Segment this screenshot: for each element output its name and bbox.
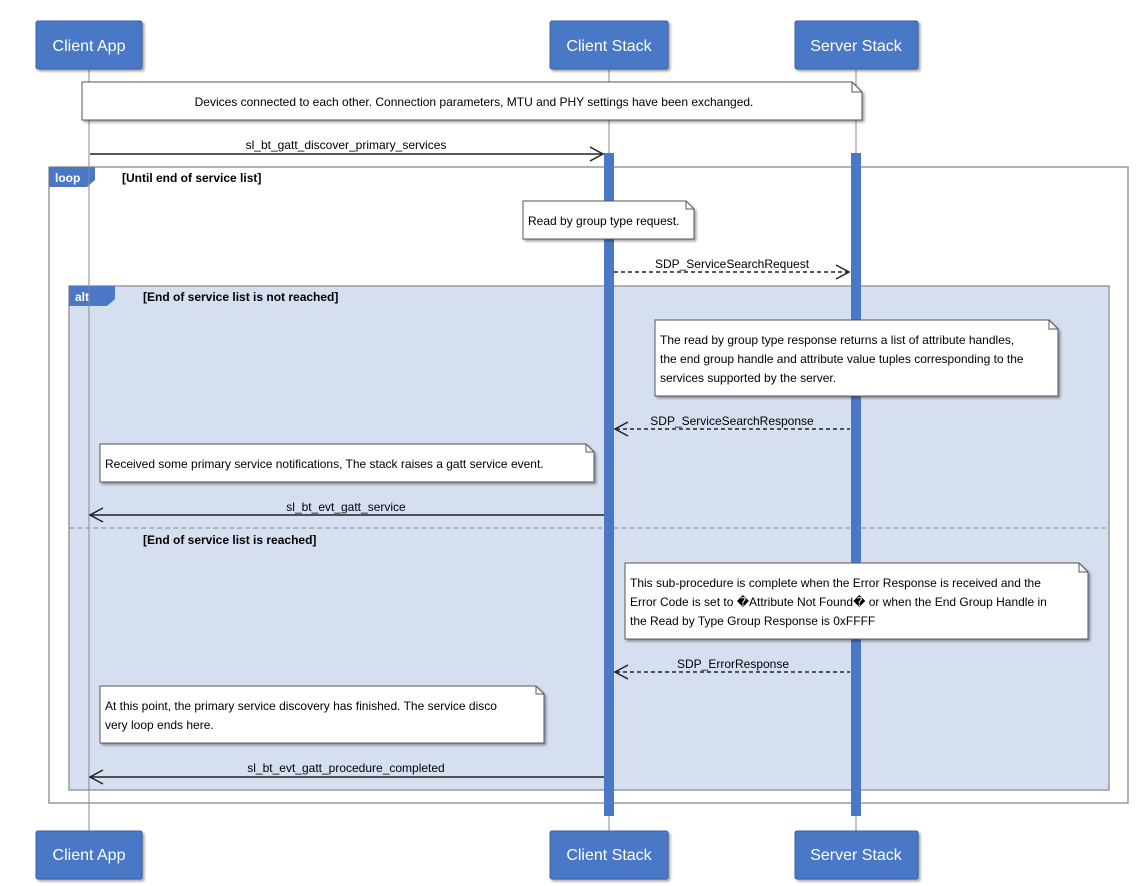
loop-frame: loop [Until end of service list] xyxy=(48,166,1129,804)
participant-client-stack-label: Client Stack xyxy=(566,847,652,864)
loop-tag-label: loop xyxy=(55,171,80,185)
participant-client-app-label: Client App xyxy=(53,847,126,864)
participant-client-app-label: Client App xyxy=(53,38,126,55)
participant-client-app-top[interactable]: Client App xyxy=(35,20,143,70)
message-search-request-label: SDP_ServiceSearchRequest xyxy=(655,257,810,271)
note-connected-text: Devices connected to each other. Connect… xyxy=(195,95,754,109)
message-error-response: SDP_ErrorResponse xyxy=(613,657,850,680)
note-read-request-text: Read by group type request. xyxy=(528,214,679,228)
message-discover-label: sl_bt_gatt_discover_primary_services xyxy=(246,138,447,152)
note-finished: At this point, the primary service disco… xyxy=(99,685,545,744)
arrowhead-icon xyxy=(613,664,629,680)
note-read-response-line-1: The read by group type response returns … xyxy=(660,333,1014,347)
message-procedure-completed-label: sl_bt_evt_gatt_procedure_completed xyxy=(247,761,444,775)
participant-client-app-bottom[interactable]: Client App xyxy=(35,830,143,880)
note-read-request: Read by group type request. xyxy=(522,200,695,240)
message-discover-primary-services: sl_bt_gatt_discover_primary_services xyxy=(90,138,605,162)
participant-server-stack-label: Server Stack xyxy=(810,847,903,864)
note-sub-procedure-line-3: the Read by Type Group Response is 0xFFF… xyxy=(630,614,875,628)
arrowhead-icon xyxy=(88,769,104,785)
message-evt-gatt-service: sl_bt_evt_gatt_service xyxy=(88,500,604,523)
message-service-search-response: SDP_ServiceSearchResponse xyxy=(613,414,850,437)
note-read-response-line-2: the end group handle and attribute value… xyxy=(660,352,1024,366)
alt-condition-reached: [End of service list is reached] xyxy=(143,533,316,547)
client-stack-activation xyxy=(604,153,614,816)
loop-tag xyxy=(49,167,95,187)
note-finished-line-1: At this point, the primary service disco… xyxy=(105,699,497,713)
participant-server-stack-top[interactable]: Server Stack xyxy=(794,20,919,70)
participant-client-stack-label: Client Stack xyxy=(566,38,652,55)
note-sub-procedure-line-1: This sub-procedure is complete when the … xyxy=(630,576,1041,590)
arrowhead-icon xyxy=(88,507,104,523)
note-connected: Devices connected to each other. Connect… xyxy=(81,81,863,121)
alt-tag xyxy=(69,286,115,306)
message-search-response-label: SDP_ServiceSearchResponse xyxy=(650,414,814,428)
note-finished-line-2: very loop ends here. xyxy=(105,718,214,732)
message-evt-service-label: sl_bt_evt_gatt_service xyxy=(286,500,406,514)
message-error-response-label: SDP_ErrorResponse xyxy=(677,657,789,671)
message-procedure-completed: sl_bt_evt_gatt_procedure_completed xyxy=(88,761,604,785)
message-service-search-request: SDP_ServiceSearchRequest xyxy=(614,257,851,280)
loop-condition: [Until end of service list] xyxy=(122,171,261,185)
participant-client-stack-bottom[interactable]: Client Stack xyxy=(549,830,669,880)
note-sub-procedure-line-2: Error Code is set to �Attribute Not Foun… xyxy=(630,595,1047,609)
arrowhead-icon xyxy=(613,421,629,437)
participant-server-stack-bottom[interactable]: Server Stack xyxy=(794,830,919,880)
note-sub-procedure: This sub-procedure is complete when the … xyxy=(624,562,1089,640)
note-read-response: The read by group type response returns … xyxy=(654,319,1059,397)
participant-client-stack-top[interactable]: Client Stack xyxy=(549,20,669,70)
note-read-response-line-3: services supported by the server. xyxy=(660,371,836,385)
alt-condition-not-reached: [End of service list is not reached] xyxy=(143,290,338,304)
arrowhead-icon xyxy=(589,146,605,162)
server-stack-activation xyxy=(851,153,861,816)
note-notifications-text: Received some primary service notificati… xyxy=(105,457,544,471)
arrowhead-icon xyxy=(835,264,851,280)
participant-server-stack-label: Server Stack xyxy=(810,38,903,55)
note-notifications: Received some primary service notificati… xyxy=(99,443,595,483)
alt-tag-label: alt xyxy=(75,290,89,304)
